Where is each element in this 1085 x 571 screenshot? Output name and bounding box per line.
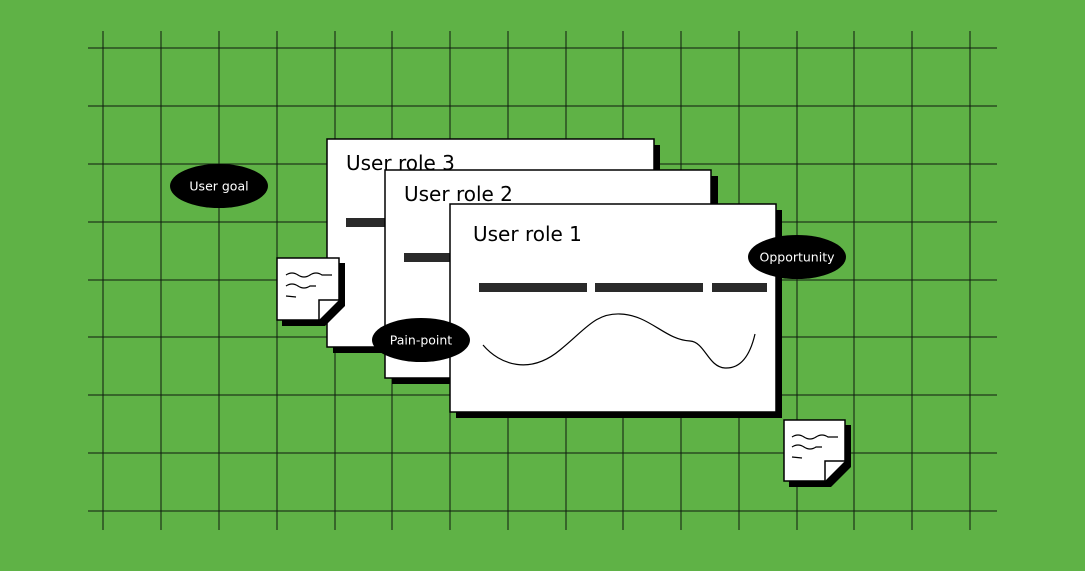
journey-curve [482, 313, 756, 369]
user-role-card-1: User role 1 [449, 203, 782, 418]
sticky-note-icon [783, 419, 851, 487]
user-goal-label: User goal [189, 179, 248, 194]
opportunity-pill: Opportunity [748, 235, 846, 279]
card-1-bar-2 [595, 283, 703, 292]
pain-point-label: Pain-point [390, 333, 453, 348]
card-1-bar-1 [479, 283, 587, 292]
sticky-note-icon [276, 257, 345, 326]
pain-point-pill: Pain-point [372, 318, 470, 362]
card-title-2: User role 2 [404, 182, 513, 206]
user-goal-pill: User goal [170, 164, 268, 208]
card-title-1: User role 1 [473, 222, 582, 246]
opportunity-label: Opportunity [759, 250, 835, 265]
card-1-bar-3 [712, 283, 767, 292]
